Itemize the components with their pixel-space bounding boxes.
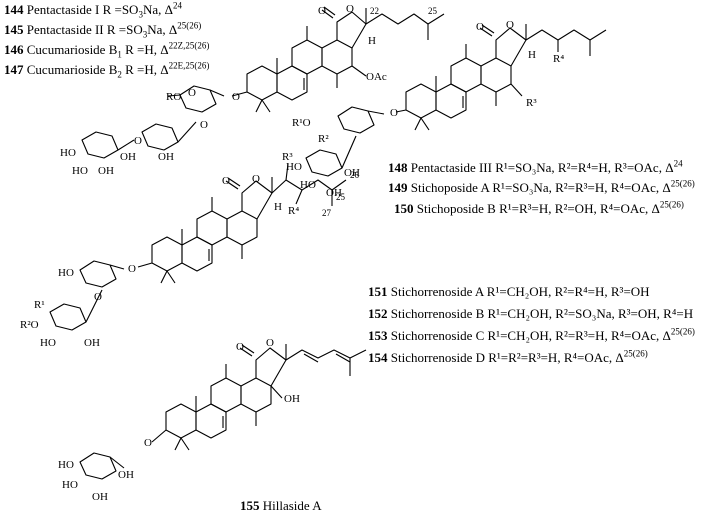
r1o-2: R¹O	[292, 117, 311, 129]
ho-5: HO	[58, 267, 74, 279]
r4-3: R⁴	[288, 205, 299, 217]
oh-4: OH	[344, 167, 360, 179]
r3-2: R³	[526, 97, 537, 109]
ho-6: HO	[40, 337, 56, 349]
oh-9: OH	[92, 491, 108, 503]
ring-o-4: O	[266, 337, 274, 349]
atom-labels: O O 22 25 H OAc O RO O O O OH HO HO OH O…	[20, 3, 564, 503]
legend-146: 146 Cucumarioside B1 R =H, Δ22Z,25(26)	[4, 40, 210, 60]
glyc-o-4: O	[144, 437, 152, 449]
o-link-1: O	[200, 119, 208, 131]
glyc-o-1: O	[232, 91, 240, 103]
sugar-chain-4	[79, 429, 167, 480]
legend-144: 144 Pentactaside I R =SO3Na, Δ24	[4, 0, 182, 20]
carbonyl-o-3: O	[222, 175, 230, 187]
aglycone-1	[246, 6, 445, 113]
r4-2: R⁴	[553, 53, 564, 65]
oh-3: OH	[98, 165, 114, 177]
r2-2: R²	[318, 133, 329, 145]
glyc-o-3: O	[128, 263, 136, 275]
ho-8: HO	[62, 479, 78, 491]
carbonyl-o-4: O	[236, 341, 244, 353]
legend-149: 149 Stichoposide A R¹=SO₃Na, R²=R³=H, R⁴…	[388, 178, 695, 195]
glyc-o-2: O	[390, 107, 398, 119]
r3-3: R³	[282, 151, 293, 163]
legend-151: 151 Stichorrenoside A R¹=CH₂OH, R²=R⁴=H,…	[368, 284, 650, 299]
oh-8: OH	[118, 469, 134, 481]
h-2: H	[528, 49, 536, 61]
locant-27: 27	[322, 208, 332, 218]
sugar1-o: O	[188, 87, 196, 99]
o-link-3: O	[94, 291, 102, 303]
locant-22: 22	[370, 6, 379, 16]
ho-3: HO	[286, 161, 302, 173]
sugar-chain-2	[305, 106, 407, 177]
oh-5: OH	[326, 187, 342, 199]
r1-3: R¹	[34, 299, 45, 311]
locant-26: 26	[350, 170, 360, 180]
ho-4: HO	[300, 179, 316, 191]
carbonyl-o-2: O	[476, 21, 484, 33]
legend-148: 148 Pentactaside III R¹=SO₃Na, R²=R⁴=H, …	[388, 158, 683, 175]
locant-25: 25	[428, 6, 438, 16]
oh-7: OH	[284, 393, 300, 405]
ho-1: HO	[60, 147, 76, 159]
legend-155: 155 Hillaside A	[240, 498, 322, 513]
sugar-chain-1	[81, 85, 248, 159]
locant-25b: 25	[336, 192, 346, 202]
ho-7: HO	[58, 459, 74, 471]
legend-153: 153 Stichorrenoside C R¹=CH₂OH, R²=R³=H,…	[368, 326, 695, 343]
legend-152: 152 Stichorrenoside B R¹=CH₂OH, R²=SO₃Na…	[368, 306, 694, 321]
ro-1: RO	[166, 91, 181, 103]
carbonyl-o-1: O	[318, 5, 326, 17]
h-1: H	[368, 35, 376, 47]
legend-145: 145 Pentactaside II R =SO3Na, Δ25(26)	[4, 20, 202, 40]
oac-1: OAc	[366, 71, 387, 83]
r2o-3: R²O	[20, 319, 39, 331]
sugar-chain-3	[49, 260, 153, 331]
aglycone-3	[151, 163, 347, 284]
aglycone-2	[405, 24, 607, 131]
oh-6: OH	[84, 337, 100, 349]
h-3: H	[274, 201, 282, 213]
legend-154: 154 Stichorrenoside D R¹=R²=R³=H, R⁴=OAc…	[368, 348, 648, 365]
legend-147: 147 Cucumarioside B2 R =H, Δ22E,25(26)	[4, 60, 210, 80]
ring-o-2: O	[506, 19, 514, 31]
ring-o-1: O	[346, 3, 354, 15]
legend-150: 150 Stichoposide B R¹=R³=H, R²=OH, R⁴=OA…	[394, 199, 684, 216]
oh-1: OH	[158, 151, 174, 163]
ho-2: HO	[72, 165, 88, 177]
oh-2: OH	[120, 151, 136, 163]
ring-o-3: O	[252, 173, 260, 185]
o-link-2: O	[134, 135, 142, 147]
aglycone-4	[165, 344, 367, 451]
